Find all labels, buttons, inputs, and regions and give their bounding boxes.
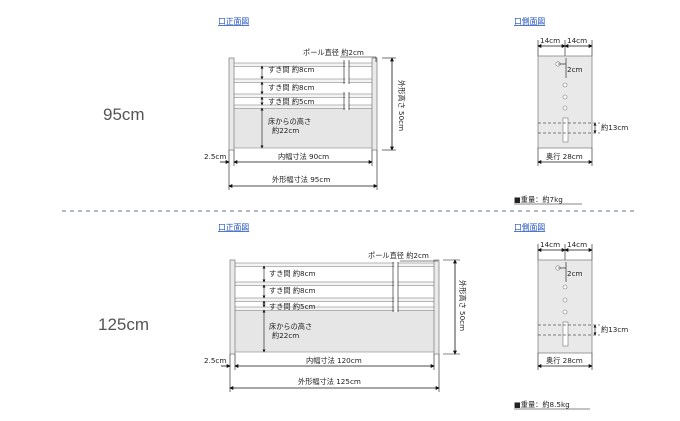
side-width-label: 14cm (567, 36, 587, 45)
left-post (229, 259, 236, 355)
pole-hole (562, 82, 568, 88)
gap-label: すき間 約8cm (268, 65, 315, 74)
rail (234, 281, 436, 286)
pole-hole (562, 284, 568, 290)
gap-label: すき間 約8cm (268, 83, 315, 92)
side-view-header: 口側面図 (514, 222, 545, 232)
section-125: 口正面図 口側面図 125cm ポール直径 約2cm すき間 約8cm すき間 … (98, 222, 628, 410)
pole-hole (562, 297, 568, 303)
outer-height-label: 外形高さ 50cm (397, 80, 406, 131)
front-view (229, 259, 440, 355)
size-label: 95cm (103, 105, 145, 124)
pole-hole (562, 105, 568, 111)
top-rail (234, 262, 436, 267)
inner-width-label: 内幅寸法 90cm (278, 152, 329, 161)
pole-diameter-label: ポール直径 約2cm (368, 251, 429, 260)
side-height-label: 約13cm (601, 325, 628, 334)
rail (232, 78, 374, 83)
outer-height-label: 外形高さ 50cm (458, 280, 467, 331)
floor-height-value: 約22cm (272, 126, 299, 135)
gap-label: すき間 約5cm (269, 302, 316, 311)
rail (234, 297, 436, 302)
right-post (371, 57, 378, 151)
gap-label: すき間 約5cm (268, 97, 315, 106)
inner-width-label: 内幅寸法 120cm (306, 356, 362, 365)
floor-height-value: 約22cm (272, 331, 299, 340)
offset-label: 2.5cm (204, 152, 226, 161)
slot (562, 117, 569, 143)
size-label: 125cm (98, 315, 149, 334)
pole-hole (562, 94, 568, 100)
side-view (537, 244, 600, 370)
offset-label: 2.5cm (204, 356, 226, 365)
right-post (433, 259, 440, 355)
pole-diameter-label: ポール直径 約2cm (303, 48, 364, 57)
outer-width-label: 外形幅寸法 125cm (298, 377, 361, 386)
side-gap-label: 2cm (567, 269, 583, 278)
side-view-header: 口側面図 (514, 16, 545, 26)
side-gap-label: 2cm (567, 65, 583, 74)
floor-height-label: 床からの高さ (269, 322, 312, 331)
floor-height-label: 床からの高さ (268, 117, 311, 126)
side-view (537, 40, 600, 166)
outer-width-label: 外形幅寸法 95cm (272, 175, 330, 184)
front-view-header: 口正面図 (218, 223, 249, 232)
rail (234, 306, 436, 311)
front-view-header: 口正面図 (218, 17, 249, 26)
side-height-label: 約13cm (601, 123, 628, 132)
bottom-panel (231, 107, 375, 149)
depth-label: 奥行 28cm (546, 152, 583, 161)
depth-label: 奥行 28cm (546, 356, 583, 365)
side-width-label: 14cm (540, 240, 560, 249)
slot (562, 321, 569, 347)
gap-label: すき間 約8cm (269, 286, 316, 295)
weight-label: ■重量：約7kg (514, 195, 563, 204)
side-width-label: 14cm (567, 240, 587, 249)
section-95: 口正面図 口側面図 95cm ポール直径 約2cm (103, 16, 628, 205)
front-view (228, 56, 378, 151)
pole-hole (562, 309, 568, 315)
weight-label: ■重量：約8.5kg (514, 400, 570, 409)
left-post (228, 57, 235, 151)
side-width-label: 14cm (540, 36, 560, 45)
gap-label: すき間 約8cm (269, 269, 316, 278)
